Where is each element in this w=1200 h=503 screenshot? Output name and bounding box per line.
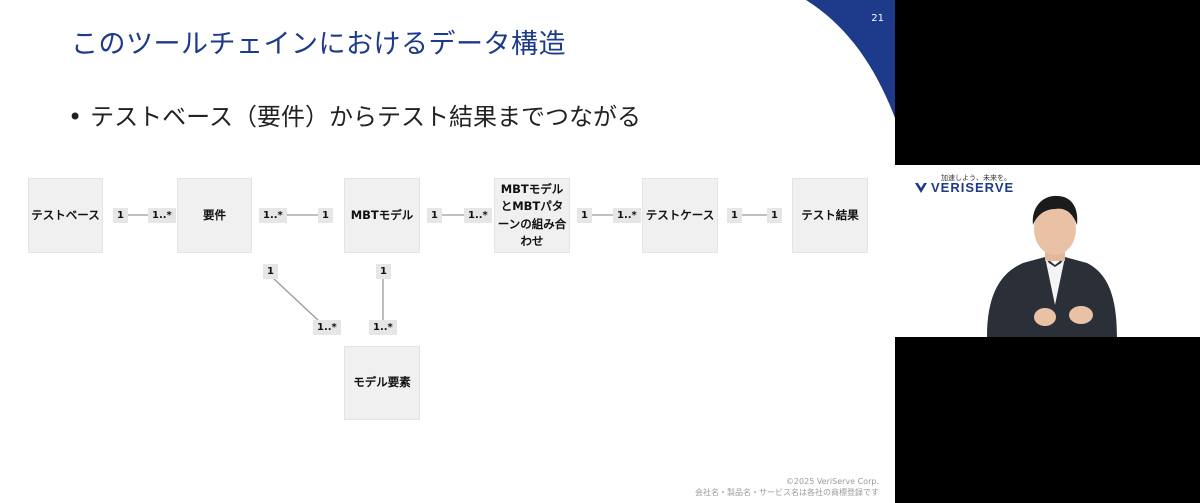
box-testresult: テスト結果 bbox=[792, 178, 868, 253]
multiplicity-label: 1 bbox=[113, 208, 128, 223]
copyright-text: ©2025 VeriServe Corp. bbox=[785, 477, 879, 486]
speaker-video: 加速しよう、未来を。 VERISERVE bbox=[895, 165, 1200, 337]
slide-title: このツールチェインにおけるデータ構造 bbox=[71, 29, 566, 60]
multiplicity-label: 1 bbox=[427, 208, 442, 223]
box-model-element: モデル要素 bbox=[344, 346, 420, 420]
logo-tagline: 加速しよう、未来を。 bbox=[941, 174, 1011, 182]
box-mbt-model: MBTモデル bbox=[344, 178, 420, 253]
multiplicity-label: 1 bbox=[376, 264, 391, 279]
multiplicity-label: 1 bbox=[263, 264, 278, 279]
trademark-text: 会社名・製品名・サービス名は各社の商標登録です bbox=[695, 488, 879, 497]
connector-requirement-element bbox=[272, 277, 321, 323]
multiplicity-label: 1..* bbox=[369, 320, 397, 335]
multiplicity-label: 1..* bbox=[464, 208, 492, 223]
footer: ©2025 VeriServe Corp. 会社名・製品名・サービス名は各社の商… bbox=[695, 476, 879, 498]
multiplicity-label: 1 bbox=[767, 208, 782, 223]
multiplicity-label: 1..* bbox=[148, 208, 176, 223]
corner-decoration bbox=[806, 0, 895, 118]
box-testbase: テストベース bbox=[28, 178, 103, 253]
bullet-text: テストベース（要件）からテスト結果までつながる bbox=[90, 103, 641, 131]
box-testcase: テストケース bbox=[642, 178, 718, 253]
box-requirement: 要件 bbox=[177, 178, 252, 253]
multiplicity-label: 1..* bbox=[613, 208, 641, 223]
multiplicity-label: 1..* bbox=[259, 208, 287, 223]
multiplicity-label: 1 bbox=[318, 208, 333, 223]
multiplicity-label: 1..* bbox=[313, 320, 341, 335]
box-mbt-combination: MBTモデルとMBTパターンの組み合わせ bbox=[494, 178, 570, 253]
multiplicity-label: 1 bbox=[727, 208, 742, 223]
multiplicity-label: 1 bbox=[577, 208, 592, 223]
company-logo: VERISERVE bbox=[915, 180, 1014, 195]
diagram-connectors bbox=[126, 214, 768, 323]
slide: 21 このツールチェインにおけるデータ構造 •テストベース（要件）からテスト結果… bbox=[0, 0, 895, 503]
page-number: 21 bbox=[871, 13, 884, 24]
bullet-dot-icon: • bbox=[68, 103, 83, 131]
logo-text: VERISERVE bbox=[931, 180, 1015, 195]
speaker-person-image bbox=[987, 195, 1117, 337]
bullet-item: •テストベース（要件）からテスト結果までつながる bbox=[68, 97, 641, 132]
veriserve-v-logo-icon bbox=[915, 182, 927, 193]
